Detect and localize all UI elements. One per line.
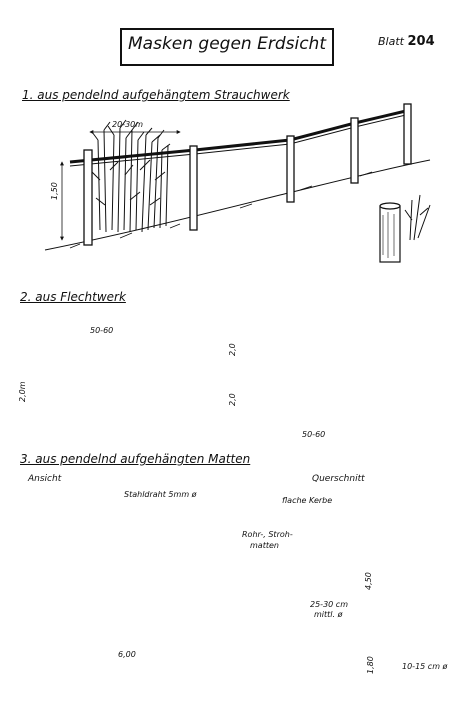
s1-brushwood: [91, 119, 171, 233]
s1-post-4: [350, 117, 359, 184]
s3-height-label: 4,50: [364, 572, 373, 590]
page-title: Masken gegen Erdsicht: [128, 34, 326, 54]
section-1-title: 1. aus pendelnd aufgehängtem Strauchwerk: [22, 88, 290, 102]
s1-ground-line: [44, 159, 431, 251]
s1-post-2: [189, 145, 198, 231]
s3-mat-label-2: matten: [250, 541, 279, 550]
title-frame: [120, 28, 334, 66]
s2r-dim-mid-label: 2,0: [228, 393, 237, 406]
s1-rail: [69, 108, 411, 164]
section-1-drawing: [44, 103, 431, 263]
s1-ground-texture: [69, 171, 373, 249]
sheet-label: Blatt: [378, 35, 404, 48]
s2l-dim-width-label: 50-60: [90, 326, 114, 335]
s1-post-3: [286, 135, 295, 203]
sheet-value: 204: [407, 34, 435, 49]
s3-view-label: Ansicht: [28, 474, 62, 484]
section-2-title: 2. aus Flechtwerk: [20, 290, 126, 304]
s3-notch-label: flache Kerbe: [282, 496, 333, 505]
s2l-dim-height-label: 2,0m: [18, 381, 27, 402]
s3-depth-label: 1,80: [366, 656, 375, 674]
s3-span-label: 6,00: [118, 650, 136, 659]
s3-cross-section-label: Querschnitt: [312, 474, 365, 484]
s1-dim-width-label: 20-30m: [112, 120, 144, 129]
s3-post-dia-label-1: 25-30 cm: [310, 600, 348, 609]
s3-stake-label: 10-15 cm ø: [402, 662, 448, 671]
s2r-dim-top-label: 2,0: [228, 343, 237, 356]
s1-dim-height-label: 1,50: [50, 182, 59, 200]
s1-post-1: [83, 149, 93, 246]
s3-wire-label: Stahldraht 5mm ø: [124, 490, 197, 499]
s1-post-5: [403, 103, 412, 165]
s1-small-bush: [404, 194, 431, 241]
sheet-number: Blatt 204: [378, 34, 435, 49]
s3-mat-label-1: Rohr-, Stroh-: [242, 530, 293, 539]
s3-post-dia-label-2: mittl. ø: [314, 610, 343, 619]
s2r-dim-bottom-label: 50-60: [302, 430, 326, 439]
section-3-title: 3. aus pendelnd aufgehängten Matten: [20, 452, 251, 466]
